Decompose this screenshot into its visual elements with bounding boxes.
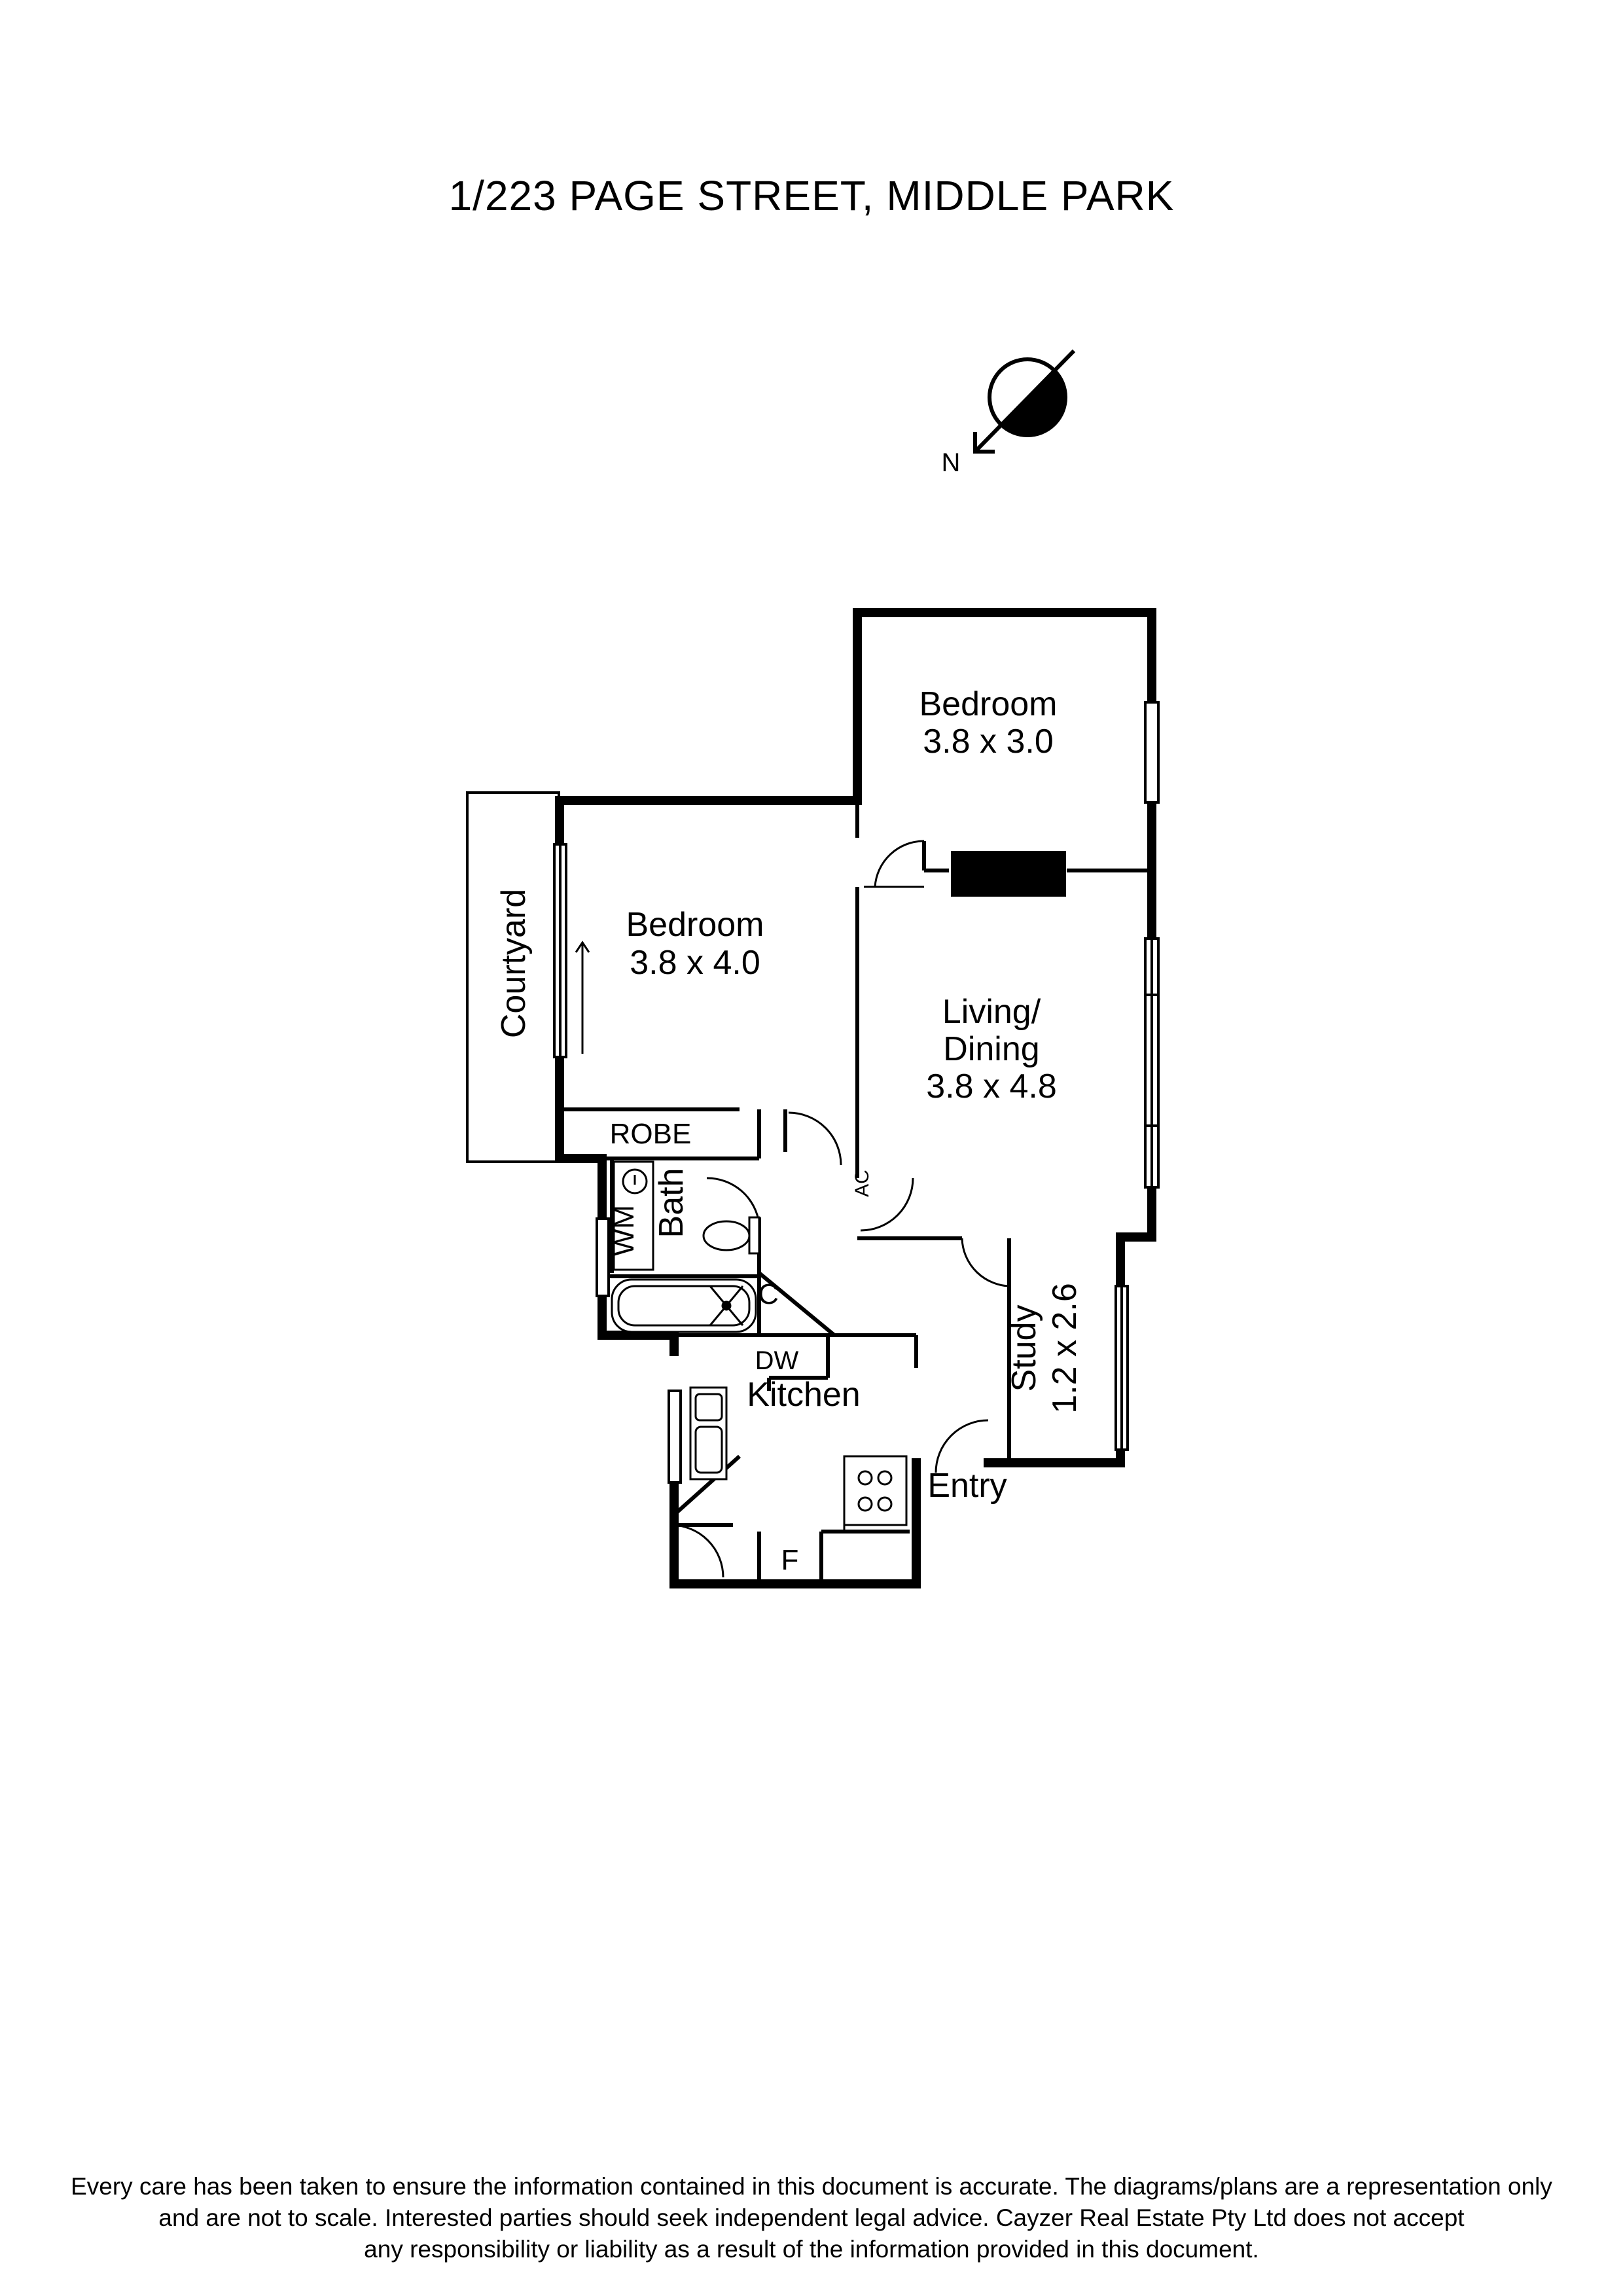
disclaimer-line2: and are not to scale. Interested parties… (158, 2204, 1465, 2231)
north-compass-icon (973, 349, 1076, 454)
robe-label: ROBE (610, 1118, 692, 1150)
study-name: Study (1005, 1305, 1043, 1392)
stove-icon (843, 1455, 908, 1526)
study-size: 1.2 x 2.6 (1046, 1283, 1084, 1413)
disclaimer-line3: any responsibility or liability as a res… (364, 2236, 1259, 2263)
sink-icon (689, 1386, 728, 1480)
sliding-door-arrow-icon (575, 941, 590, 1054)
disclaimer: Every care has been taken to ensure the … (39, 2171, 1584, 2265)
washing-machine-area (613, 1160, 654, 1271)
bedroom1-size: 3.8 x 3.0 (923, 723, 1053, 761)
bath-label: Bath (652, 1168, 690, 1238)
wm-label: WM (608, 1205, 640, 1256)
fireplace (951, 851, 1066, 897)
living-size: 3.8 x 4.8 (926, 1067, 1056, 1105)
windows (553, 701, 1160, 1484)
entry-label: Entry (927, 1467, 1007, 1505)
interior-walls (560, 800, 1152, 1584)
ac-label: AC (851, 1170, 873, 1197)
fridge-label: F (781, 1544, 799, 1576)
courtyard-label: Courtyard (495, 889, 533, 1038)
door-swings (670, 840, 1012, 1578)
bathtub-icon (611, 1278, 757, 1333)
plan-title: 1/223 PAGE STREET, MIDDLE PARK (448, 172, 1175, 219)
kitchen-label: Kitchen (747, 1376, 860, 1414)
toilet-icon (702, 1216, 760, 1255)
bedroom2-name: Bedroom (626, 906, 764, 944)
living-name-line1: Living/ (942, 993, 1041, 1031)
dw-label: DW (755, 1346, 799, 1375)
basin-icon (622, 1168, 648, 1194)
courtyard-area (466, 791, 560, 1163)
disclaimer-line1: Every care has been taken to ensure the … (71, 2173, 1552, 2200)
bedroom1-name: Bedroom (919, 685, 1058, 723)
compass-north-label: N (942, 448, 961, 477)
bedroom2-size: 3.8 x 4.0 (630, 944, 760, 982)
cupboard-label: C (758, 1278, 779, 1310)
living-name-line2: Dining (943, 1030, 1039, 1068)
